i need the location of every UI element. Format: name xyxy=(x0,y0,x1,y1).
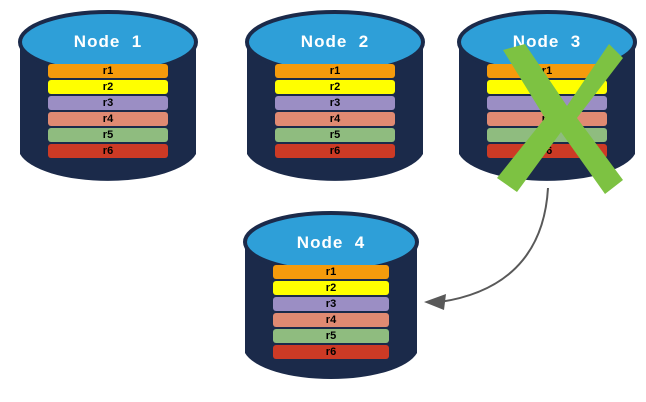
node-4-row-r3[interactable]: r3 xyxy=(273,297,389,311)
node-4-rows: r1 r2 r3 r4 r5 r6 xyxy=(273,265,389,359)
node-2-row-r1[interactable]: r1 xyxy=(275,64,395,78)
node-1-row-r2[interactable]: r2 xyxy=(48,80,168,94)
node-1-row-r6[interactable]: r6 xyxy=(48,144,168,158)
node-2-row-r3[interactable]: r3 xyxy=(275,96,395,110)
node-4-title: Node 4 xyxy=(296,233,366,252)
node-3-row-r6[interactable]: r6 xyxy=(487,144,607,158)
node-3-title: Node 3 xyxy=(512,32,582,51)
arrow-head-icon xyxy=(424,294,446,310)
node-1-title: Node 1 xyxy=(73,32,143,51)
node-4-row-r1[interactable]: r1 xyxy=(273,265,389,279)
node-4-row-r6[interactable]: r6 xyxy=(273,345,389,359)
node-3-row-r1[interactable]: r1 xyxy=(487,64,607,78)
node-3-row-r3[interactable]: r3 xyxy=(487,96,607,110)
node-4[interactable]: Node 4 r1 r2 r3 r4 r5 r6 xyxy=(243,210,419,386)
node-1-rows: r1 r2 r3 r4 r5 r6 xyxy=(48,64,168,158)
node-4-row-r4[interactable]: r4 xyxy=(273,313,389,327)
node-2-row-r4[interactable]: r4 xyxy=(275,112,395,126)
node-2-row-r6[interactable]: r6 xyxy=(275,144,395,158)
node-2[interactable]: Node 2 r1 r2 r3 r4 r5 r6 xyxy=(245,8,425,188)
node-1-row-r1[interactable]: r1 xyxy=(48,64,168,78)
node-4-row-r5[interactable]: r5 xyxy=(273,329,389,343)
node-1-row-r3[interactable]: r3 xyxy=(48,96,168,110)
node-2-rows: r1 r2 r3 r4 r5 r6 xyxy=(275,64,395,158)
node-2-row-r2[interactable]: r2 xyxy=(275,80,395,94)
node-3-row-r2[interactable]: r2 xyxy=(487,80,607,94)
node-3-row-r5[interactable]: r5 xyxy=(487,128,607,142)
node-1[interactable]: Node 1 r1 r2 r3 r4 r5 r6 xyxy=(18,8,198,188)
node-1-row-r5[interactable]: r5 xyxy=(48,128,168,142)
node-1-row-r4[interactable]: r4 xyxy=(48,112,168,126)
node-2-title: Node 2 xyxy=(300,32,370,51)
node-3-row-r4[interactable]: r4 xyxy=(487,112,607,126)
node-3-rows: r1 r2 r3 r4 r5 r6 xyxy=(487,64,607,158)
node-3[interactable]: Node 3 r1 r2 r3 r4 r5 r6 xyxy=(457,8,637,194)
node-2-row-r5[interactable]: r5 xyxy=(275,128,395,142)
node-4-row-r2[interactable]: r2 xyxy=(273,281,389,295)
